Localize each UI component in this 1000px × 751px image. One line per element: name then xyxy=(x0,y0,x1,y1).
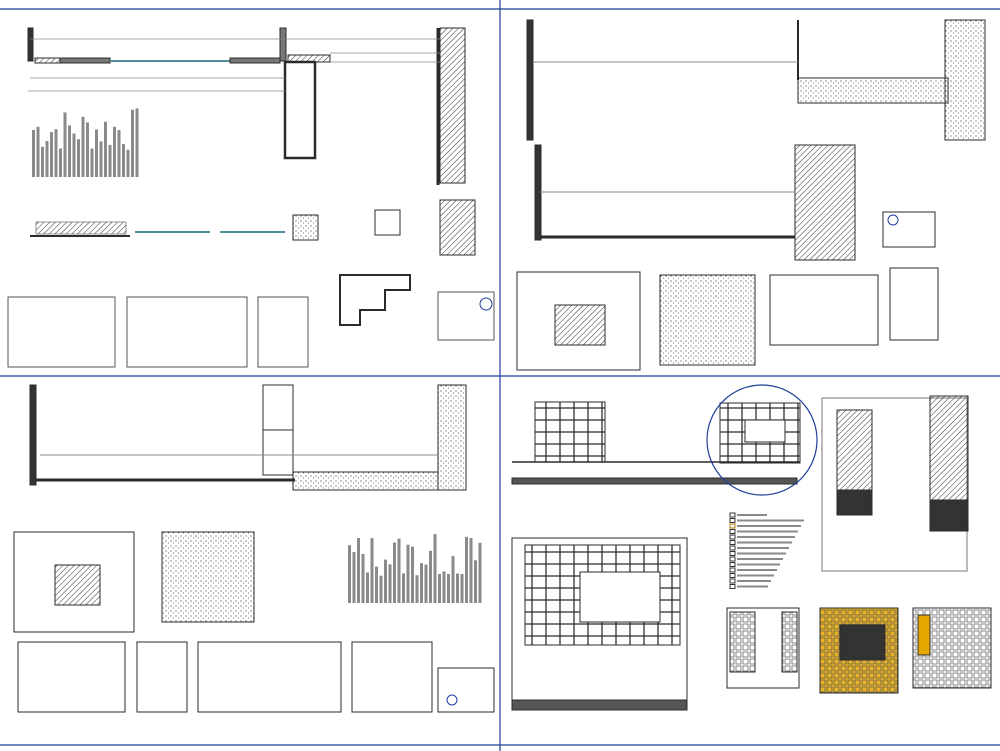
note-text-line xyxy=(375,566,378,603)
note-text-line xyxy=(366,572,369,603)
note-text-line xyxy=(50,132,53,177)
legend-swatch xyxy=(729,551,736,556)
legend-swatch xyxy=(729,562,736,567)
note-text-line xyxy=(469,538,473,603)
note-text-line xyxy=(388,564,392,603)
note-text-line xyxy=(465,536,468,603)
note-text-line xyxy=(361,553,365,603)
legend-text-line xyxy=(737,530,798,533)
note-text-line xyxy=(348,545,351,603)
viewport-top-left xyxy=(7,27,495,368)
note-text-line xyxy=(460,573,464,603)
legend-swatch xyxy=(729,578,736,584)
note-text-line xyxy=(402,573,405,603)
note-text-line xyxy=(86,122,89,177)
legend xyxy=(729,512,804,589)
note-text-line xyxy=(433,534,437,603)
legend-swatch xyxy=(729,545,736,551)
legend-swatch xyxy=(729,556,736,562)
note-text-line xyxy=(456,573,459,603)
note-text-line xyxy=(478,542,482,603)
note-text-line xyxy=(117,130,121,177)
legend-swatch xyxy=(729,540,736,545)
note-text-line xyxy=(420,563,423,603)
note-text-line xyxy=(474,560,477,603)
note-text-line xyxy=(451,556,455,603)
note-text-line xyxy=(370,538,374,603)
note-text-line xyxy=(357,538,360,603)
note-text-line xyxy=(99,141,103,177)
legend-text-line xyxy=(737,519,804,522)
note-text-line xyxy=(429,550,432,603)
legend-text-line xyxy=(737,525,801,527)
note-text-line xyxy=(36,126,40,177)
note-text-line xyxy=(442,571,446,603)
schedule-tables xyxy=(7,291,495,368)
note-text-line xyxy=(126,149,130,177)
note-text-line xyxy=(72,133,76,177)
note-text-line xyxy=(384,559,387,603)
note-text-line xyxy=(41,146,44,177)
note-text-line xyxy=(104,121,107,177)
legend-text-line xyxy=(737,547,789,549)
notes-bars xyxy=(348,534,482,603)
plan-detail-window xyxy=(27,27,466,185)
legend-swatch xyxy=(729,567,736,573)
note-text-line xyxy=(393,542,396,603)
legend-text-line xyxy=(737,563,780,566)
note-text-line xyxy=(95,129,98,177)
note-text-line xyxy=(411,546,414,603)
note-text-line xyxy=(415,575,419,603)
note-text-line xyxy=(68,125,71,177)
notes-bars xyxy=(32,108,139,177)
legend-text-line xyxy=(737,585,768,588)
legend-text-line xyxy=(737,552,786,555)
legend-swatch xyxy=(729,512,736,518)
note-text-line xyxy=(77,139,80,177)
legend-swatch xyxy=(729,534,736,540)
note-text-line xyxy=(81,116,85,177)
note-text-line xyxy=(406,544,410,603)
note-text-line xyxy=(447,574,450,603)
note-text-line xyxy=(90,148,94,177)
note-text-line xyxy=(45,141,49,177)
note-text-line xyxy=(135,108,139,177)
note-text-line xyxy=(59,148,62,177)
note-text-line xyxy=(32,129,35,177)
note-text-line xyxy=(397,538,401,603)
legend-text-line xyxy=(737,580,771,582)
note-text-line xyxy=(379,575,383,603)
legend-text-line xyxy=(737,514,767,516)
note-text-line xyxy=(424,564,428,603)
legend-text-line xyxy=(737,541,792,544)
note-text-line xyxy=(131,109,134,177)
note-text-line xyxy=(113,126,116,177)
legend-swatch xyxy=(729,573,736,578)
note-text-line xyxy=(122,144,125,177)
legend-text-line xyxy=(737,574,774,577)
note-text-line xyxy=(352,552,356,603)
viewport-bottom-left xyxy=(13,384,495,713)
legend-swatch xyxy=(729,529,736,534)
note-text-line xyxy=(63,112,67,177)
note-text-line xyxy=(108,144,112,177)
legend-swatch xyxy=(729,584,736,589)
viewport-top-right xyxy=(516,19,986,371)
legend-text-line xyxy=(737,569,777,571)
legend-swatch xyxy=(729,523,736,529)
legend-text-line xyxy=(737,558,783,560)
note-text-line xyxy=(438,574,441,603)
legend-text-line xyxy=(737,536,795,538)
legend-swatch xyxy=(729,518,736,523)
note-text-line xyxy=(54,129,58,177)
viewport-bottom-right xyxy=(511,384,992,711)
section-details-row xyxy=(30,199,476,326)
